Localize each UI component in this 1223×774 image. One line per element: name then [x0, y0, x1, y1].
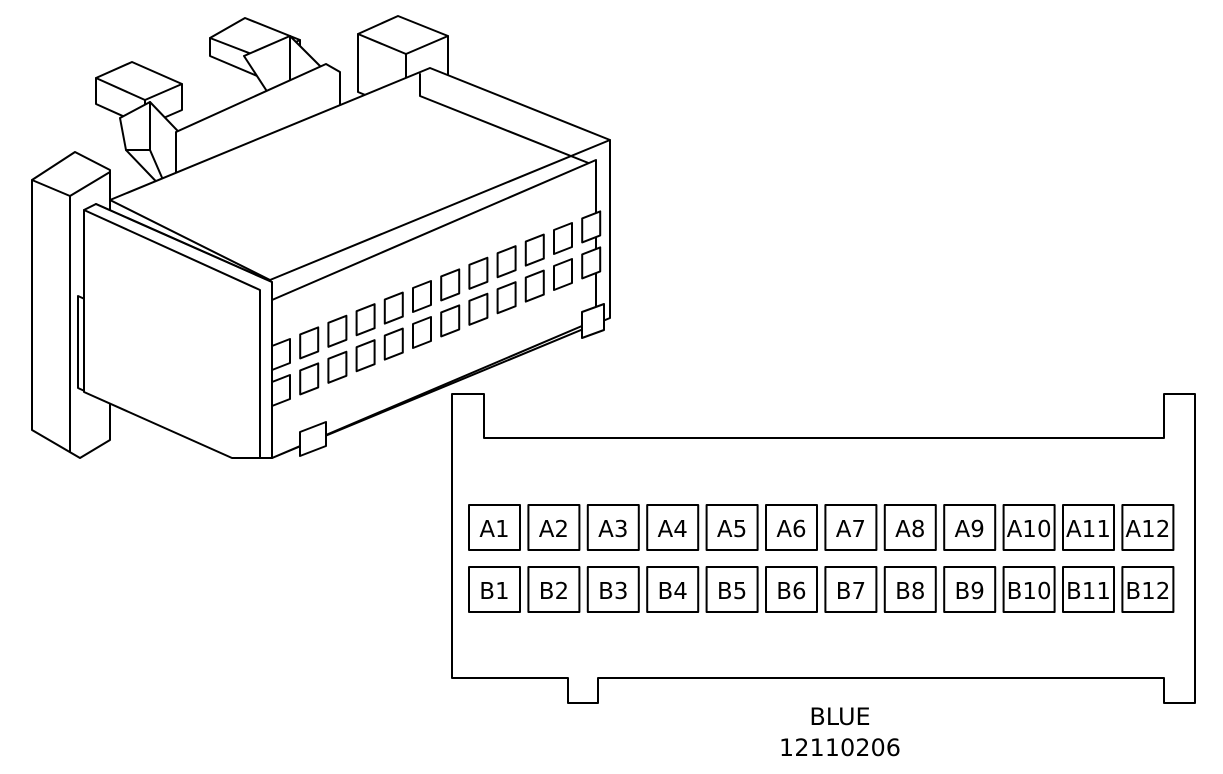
- cavity-window: [271, 374, 291, 407]
- cavity-window: [524, 269, 545, 303]
- pin-label-a1: A1: [479, 517, 509, 543]
- cavity-window: [412, 316, 432, 349]
- cavity-window: [440, 268, 461, 302]
- cavity-window: [496, 281, 517, 315]
- pin-cavity-a2: [527, 504, 581, 551]
- pin-cavity-a10: [1002, 504, 1056, 551]
- pin-cavity-a1: [468, 504, 521, 551]
- pin-label-a12: A12: [1125, 517, 1170, 543]
- pin-label-b8: B8: [895, 579, 925, 605]
- pin-cavity-a4: [646, 504, 700, 551]
- pin-cavity-b3: [586, 566, 640, 613]
- cavity-window: [553, 222, 573, 255]
- pin-label-b11: B11: [1066, 579, 1111, 605]
- pin-label-b7: B7: [836, 579, 866, 605]
- cavity-window: [327, 350, 348, 384]
- cavity-window: [271, 338, 291, 371]
- cavity-window: [327, 314, 348, 348]
- pin-cavity-a5: [705, 504, 759, 551]
- pin-cavity-a11: [1062, 504, 1115, 551]
- pin-label-a6: A6: [776, 517, 806, 543]
- pin-cavity-b4: [646, 566, 700, 613]
- pin-label-a4: A4: [658, 517, 688, 543]
- pin-cavity-a7: [824, 504, 878, 551]
- pin-cavity-a9: [943, 504, 997, 551]
- pin-label-a7: A7: [836, 517, 866, 543]
- pin-cavity-a12: [1121, 504, 1175, 551]
- pin-label-b6: B6: [776, 579, 806, 605]
- pin-cavity-b5: [705, 566, 759, 613]
- connector-outline: [451, 393, 1196, 704]
- pin-label-b9: B9: [954, 579, 984, 605]
- cavity-window: [581, 210, 602, 244]
- pin-cavity-b11: [1062, 566, 1115, 613]
- connector-color-label: BLUE: [809, 703, 870, 731]
- pin-label-b4: B4: [657, 579, 687, 605]
- cavity-window: [299, 326, 320, 360]
- pin-cavity-b9: [943, 566, 997, 613]
- pin-cavity-a3: [586, 504, 640, 551]
- pin-label-b10: B10: [1007, 579, 1052, 605]
- pin-label-b2: B2: [539, 579, 569, 605]
- pin-cavity-b12: [1121, 566, 1175, 613]
- pin-label-a10: A10: [1007, 517, 1052, 543]
- cavity-window: [299, 362, 320, 396]
- pin-cavity-a6: [765, 504, 818, 551]
- pin-label-b1: B1: [479, 579, 509, 605]
- pin-cavity-a8: [883, 504, 937, 551]
- pin-cavity-b10: [1002, 566, 1056, 613]
- cavity-window: [524, 233, 545, 267]
- pin-label-b12: B12: [1125, 579, 1170, 605]
- cavity-window: [581, 246, 602, 280]
- cavity-window: [468, 256, 489, 290]
- cavity-window: [440, 304, 461, 338]
- pin-cavity-b6: [765, 566, 818, 613]
- cavity-window: [383, 327, 404, 361]
- cavity-windows-upper: [271, 210, 602, 407]
- cavity-window: [468, 292, 489, 326]
- pin-label-a3: A3: [598, 517, 628, 543]
- cavity-window: [383, 291, 404, 325]
- pin-label-b5: B5: [717, 579, 747, 605]
- cavity-window: [553, 258, 573, 291]
- pin-cavity-b8: [883, 566, 937, 613]
- connector-part-number: 12110206: [779, 734, 901, 762]
- cavity-window: [355, 339, 376, 373]
- pin-label-b3: B3: [598, 579, 628, 605]
- pin-label-a9: A9: [955, 517, 985, 543]
- pin-cavity-b7: [824, 566, 878, 613]
- pin-label-a11: A11: [1066, 517, 1111, 543]
- pin-label-a2: A2: [539, 517, 569, 543]
- cavity-window: [496, 245, 517, 279]
- pin-label-a8: A8: [895, 517, 925, 543]
- pin-cavity-b1: [468, 566, 521, 613]
- cavity-window: [355, 303, 376, 337]
- pin-label-a5: A5: [717, 517, 747, 543]
- cavity-window: [412, 280, 432, 313]
- connector-3d-view: [31, 15, 611, 459]
- pin-cavity-b2: [527, 566, 581, 613]
